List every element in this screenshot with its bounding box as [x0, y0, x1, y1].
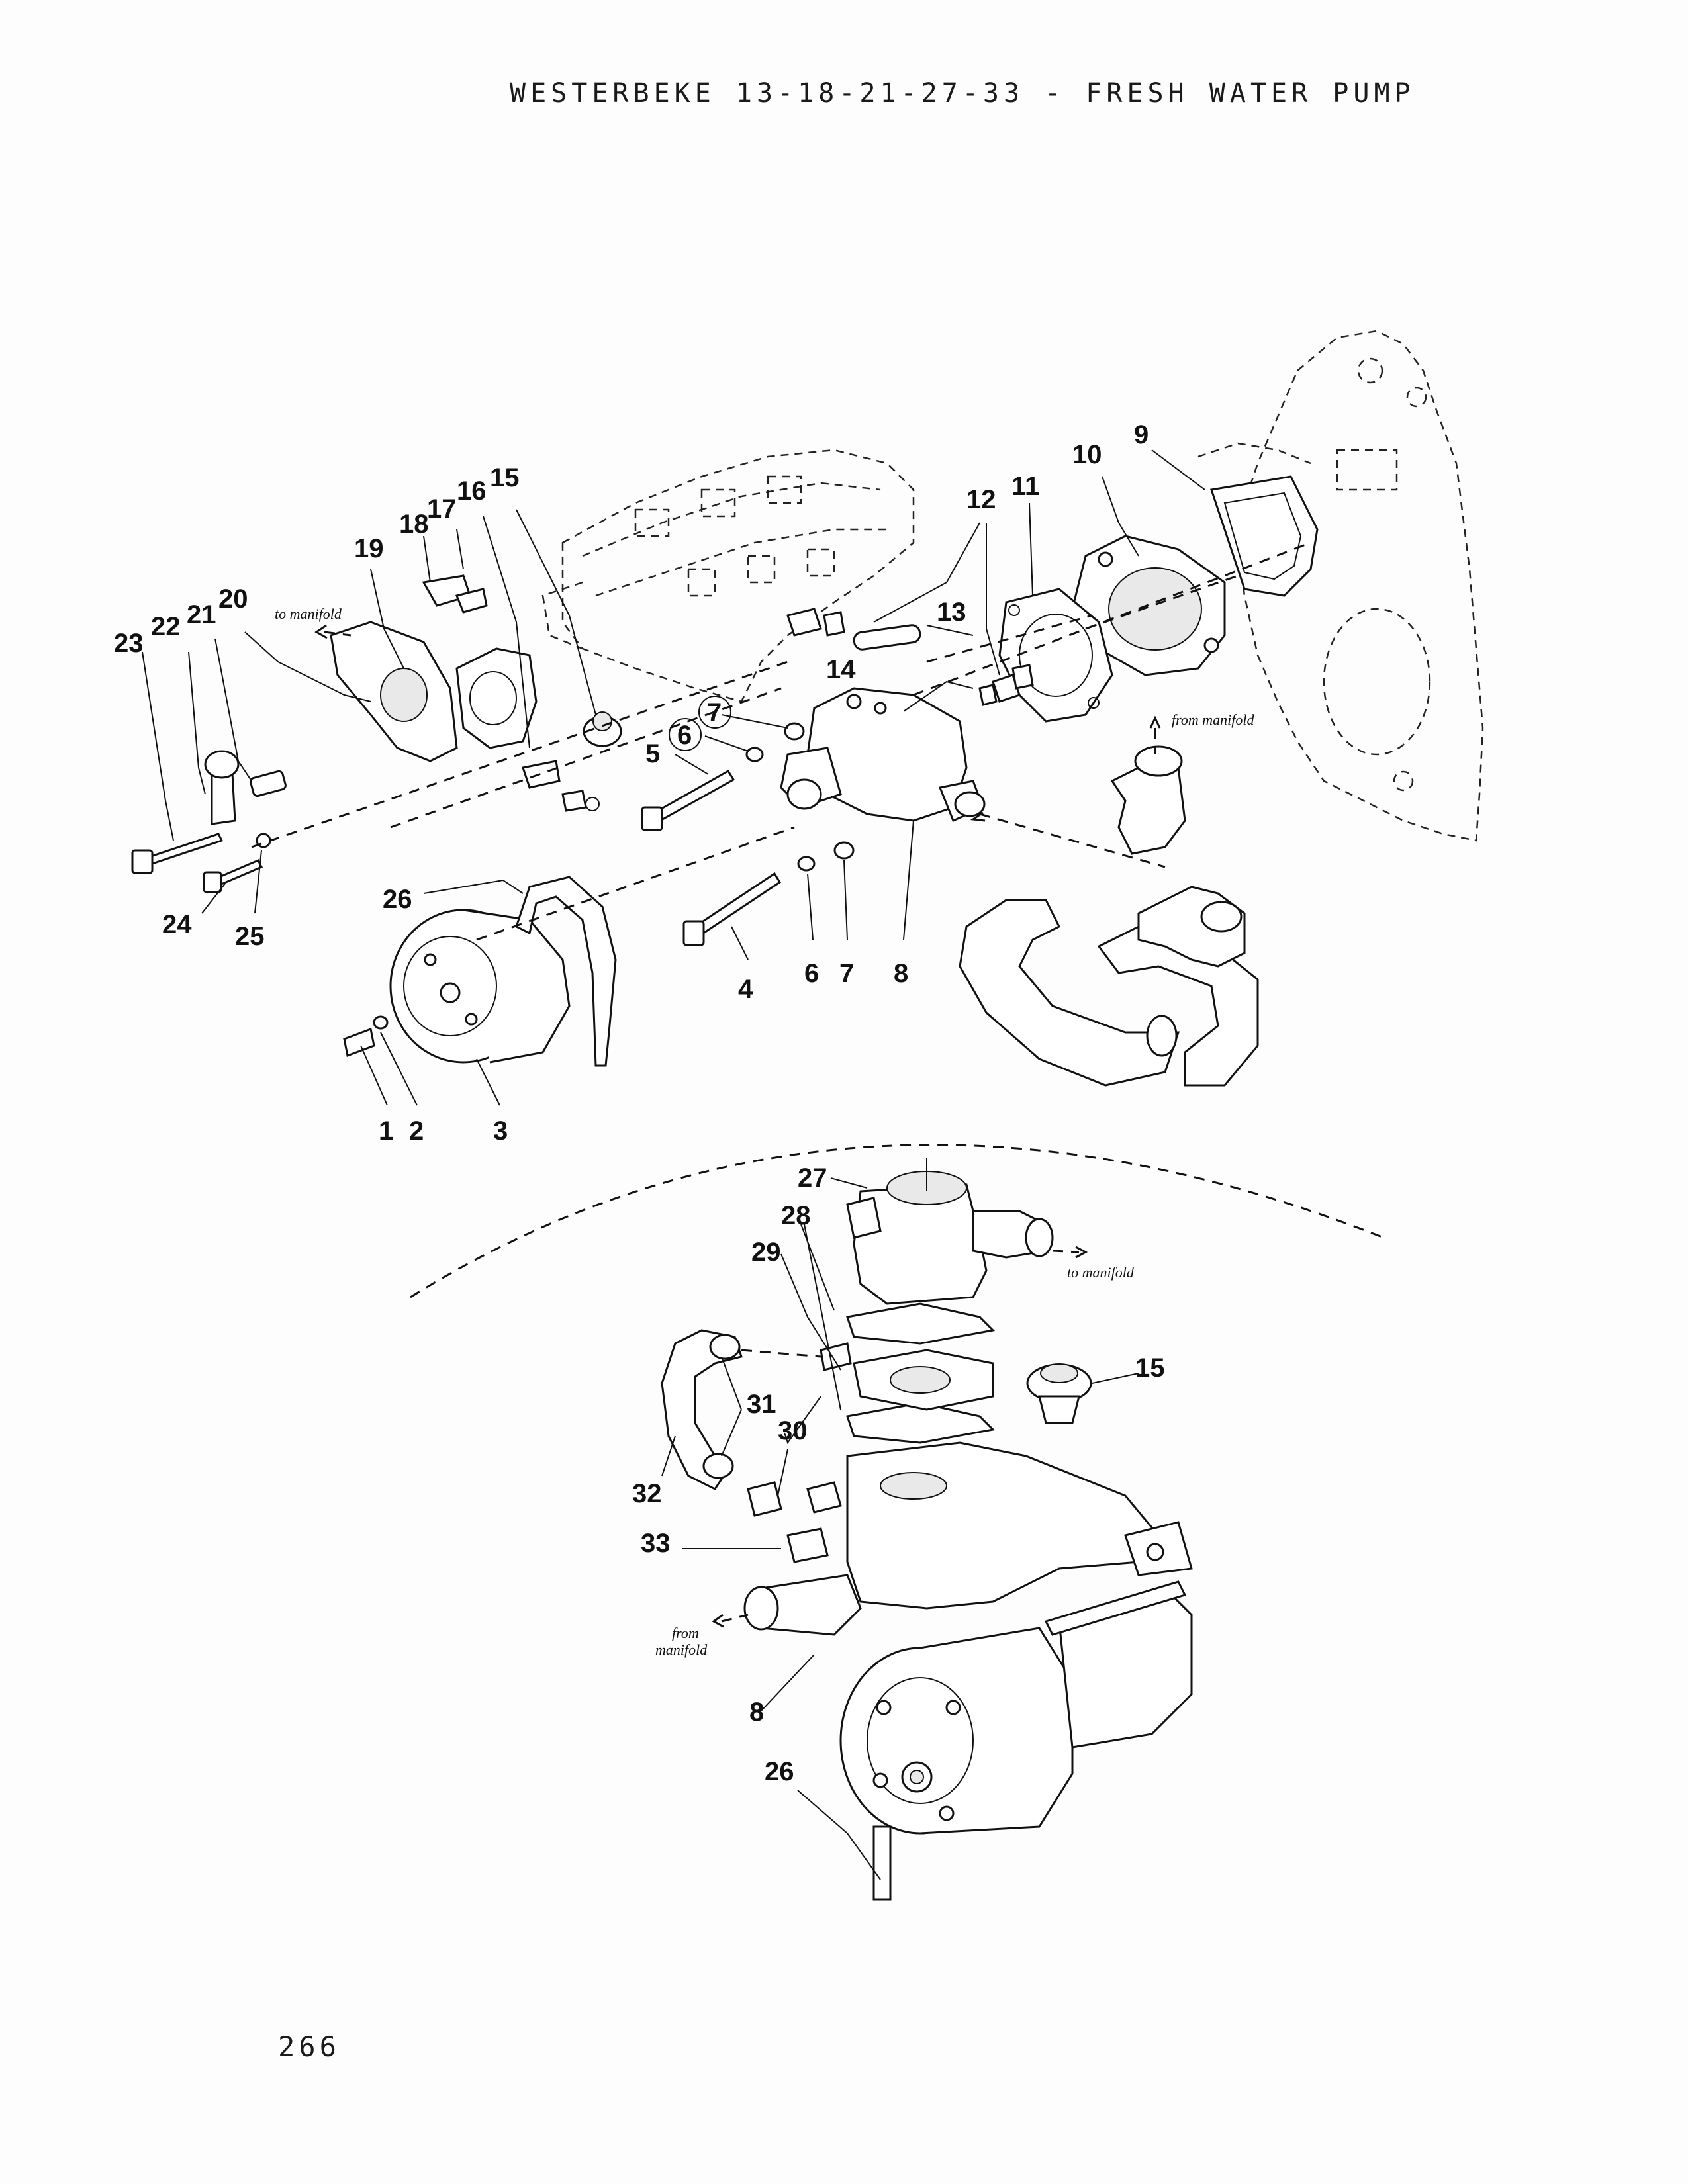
leader-lines-top [142, 449, 1205, 1106]
callout-32: 32 [632, 1479, 662, 1508]
engine-block-outline [1197, 330, 1484, 842]
callout-28: 28 [781, 1201, 811, 1230]
note-from-manifold-top: from manifold [1172, 711, 1254, 728]
leader-lines-bottom [661, 1177, 1139, 1880]
callout-7-circle [698, 696, 731, 729]
callout-20: 20 [218, 584, 248, 614]
callout-22: 22 [151, 612, 181, 641]
callout-7: 7 [839, 959, 854, 988]
callout-33: 33 [641, 1529, 671, 1558]
callout-29: 29 [751, 1238, 781, 1267]
callout-12: 12 [966, 485, 996, 514]
callout-8: 8 [894, 959, 908, 988]
callout-25: 25 [235, 922, 265, 951]
fittings-30-33 [747, 1481, 842, 1563]
exploded-axis-lines [251, 541, 1311, 941]
callout-15: 15 [490, 463, 520, 492]
callout-6: 6 [804, 959, 819, 988]
water-pump-body-8 [780, 687, 986, 823]
callout-11: 11 [1011, 472, 1039, 501]
callout-9: 9 [1134, 420, 1149, 449]
bolts-4-5 [641, 722, 855, 946]
callout-15-bottom: 15 [1135, 1353, 1165, 1383]
note-from-manifold-bottom-2: manifold [655, 1641, 708, 1658]
callout-6-circle [669, 718, 702, 751]
callout-26-bottom: 26 [765, 1757, 794, 1786]
thermostat-housing-19 [330, 621, 538, 762]
callout-5: 5 [645, 739, 660, 768]
note-to-manifold-top: to manifold [275, 606, 342, 622]
callout-14: 14 [826, 655, 856, 684]
callout-8-bottom: 8 [749, 1698, 764, 1727]
thermostat-15-bottom [1026, 1363, 1092, 1424]
pulley-3 [343, 909, 571, 1064]
callout-17: 17 [427, 494, 457, 523]
callout-18: 18 [399, 510, 429, 539]
cylinder-head-outline [541, 449, 915, 703]
callout-26: 26 [383, 885, 412, 914]
gaskets-28 [846, 1302, 996, 1444]
note-from-manifold-bottom-1: from [672, 1625, 699, 1641]
callout-2: 2 [409, 1116, 424, 1146]
callout-3: 3 [493, 1116, 508, 1146]
page-header-title: WESTERBEKE 13-18-21-27-33 - FRESH WATER … [510, 78, 1415, 109]
callout-30: 30 [778, 1416, 808, 1445]
callout-4: 4 [738, 975, 753, 1004]
callout-6-circled: 6 [677, 721, 692, 750]
callout-16: 16 [457, 477, 487, 506]
water-pump-body-8-bottom [712, 1441, 1193, 1636]
manifold-arrows-top [314, 624, 352, 639]
gasket-9 [1210, 475, 1319, 597]
callout-labels: 1 2 3 4 5 6 6 7 7 8 8 9 10 11 12 13 14 1… [114, 420, 1165, 1786]
callout-10: 10 [1072, 440, 1102, 469]
callout-1: 1 [379, 1116, 393, 1146]
hose-assembly [959, 715, 1259, 1087]
manifold-notes: to manifold from manifold to manifold fr… [275, 606, 1254, 1658]
callout-31: 31 [747, 1390, 776, 1419]
callout-19: 19 [354, 534, 384, 563]
callout-7-circled: 7 [707, 698, 722, 727]
hardware-20-25 [131, 750, 287, 893]
page-number: 266 [278, 2030, 340, 2063]
callout-13: 13 [937, 598, 966, 627]
adaptor-plate-29 [853, 1349, 994, 1411]
pulley-bottom [839, 1580, 1193, 1901]
note-to-manifold-bottom: to manifold [1067, 1264, 1135, 1281]
callout-23: 23 [114, 629, 144, 658]
thermostat-15 [422, 574, 622, 812]
bypass-hose-32 [661, 1329, 852, 1490]
callout-24: 24 [162, 910, 192, 939]
callout-21: 21 [187, 600, 216, 629]
callout-27: 27 [798, 1163, 827, 1193]
drive-belt-26 [515, 876, 617, 1067]
section-divider-arc [410, 1144, 1384, 1298]
gasket-11 [998, 588, 1113, 723]
thermostat-cover-27 [846, 1158, 1088, 1305]
bypass-hose-13 [786, 608, 1034, 706]
